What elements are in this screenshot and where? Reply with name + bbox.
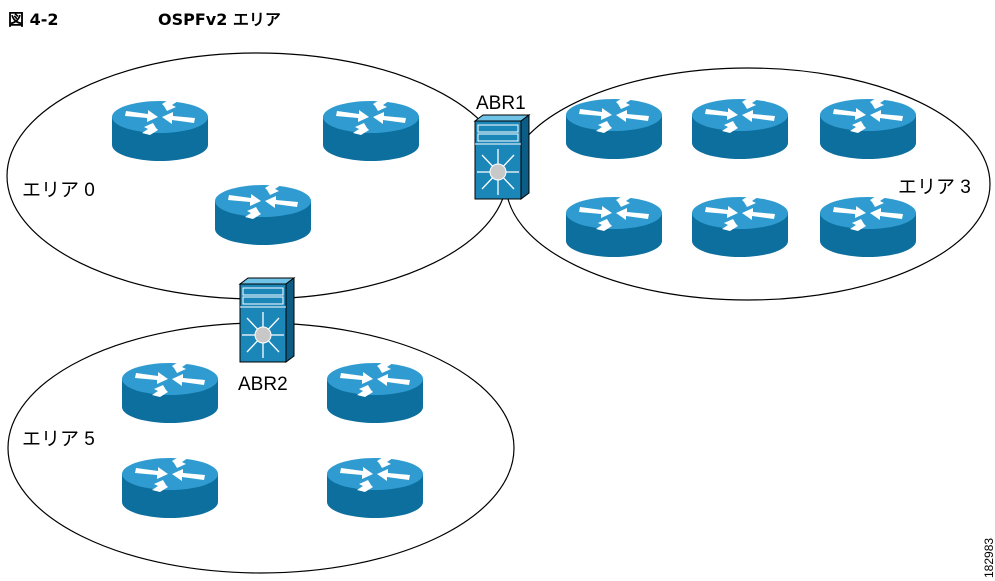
area3-label: エリア 3 <box>898 177 971 198</box>
figure-id-code: 182983 <box>982 538 995 578</box>
router-icon <box>122 456 218 518</box>
area5-label: エリア 5 <box>22 429 95 450</box>
router-icon <box>112 99 208 161</box>
figure-title: OSPFv2 エリア <box>158 10 281 29</box>
router-icon <box>122 361 218 423</box>
router-icon <box>820 97 916 159</box>
abr1-switch-icon <box>474 114 530 200</box>
abr2-label: ABR2 <box>238 374 288 395</box>
router-icon <box>327 456 423 518</box>
router-icon <box>566 195 662 257</box>
router-icon <box>566 97 662 159</box>
router-icon <box>215 183 311 245</box>
router-icon <box>820 195 916 257</box>
figure-number: 図 4-2 <box>8 10 59 29</box>
abr2-switch-icon <box>239 277 295 363</box>
abr1-label: ABR1 <box>476 93 526 114</box>
router-icon <box>692 195 788 257</box>
router-icon <box>692 97 788 159</box>
area0-label: エリア 0 <box>22 180 95 201</box>
area0-boundary <box>6 52 508 300</box>
router-icon <box>327 361 423 423</box>
router-icon <box>323 99 419 161</box>
